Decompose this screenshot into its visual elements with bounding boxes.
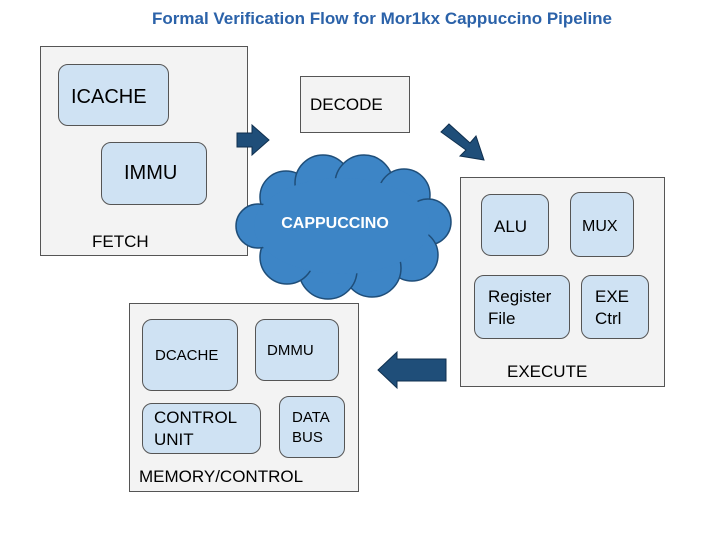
decode-to-execute-arrow [440,123,485,161]
decode-stage-label: DECODE [310,95,383,114]
diagram-title: Formal Verification Flow for Mor1kx Capp… [151,9,613,28]
control-unit-block: CONTROL UNIT [142,403,261,454]
fetch-to-decode-arrow [236,123,270,157]
exe-ctrl-block: EXE Ctrl [581,275,649,339]
immu-block: IMMU [101,142,207,205]
alu-block: ALU [481,194,549,256]
icache-block: ICACHE [58,64,169,126]
icache-label: ICACHE [71,86,147,108]
cappuccino-cloud-label: CAPPUCCINO [281,215,389,232]
dcache-label: DCACHE [155,347,219,364]
exe-ctrl-label-line2: Ctrl [595,309,622,328]
register-file-block: Register File [474,275,570,339]
data-bus-label-line1: DATA [292,409,330,426]
execute-to-memory-arrow [377,350,447,390]
alu-label: ALU [494,217,528,236]
control-unit-label-line2: UNIT [154,430,194,449]
exe-ctrl-label-line1: EXE [595,287,630,306]
dmmu-block: DMMU [255,319,339,381]
execute-stage-label: EXECUTE [507,362,588,381]
data-bus-block: DATA BUS [279,396,345,458]
immu-label: IMMU [124,162,178,184]
register-file-label-line1: Register [488,287,552,306]
mux-block: MUX [570,192,634,257]
decode-stage: DECODE [300,76,410,133]
dmmu-label: DMMU [267,342,314,359]
mux-label: MUX [582,218,618,235]
cappuccino-cloud [235,154,452,300]
memory-control-stage-label: MEMORY/CONTROL [139,467,304,486]
fetch-stage-label: FETCH [92,232,149,251]
data-bus-label-line2: BUS [292,429,323,446]
register-file-label-line2: File [488,309,516,328]
control-unit-label-line1: CONTROL [154,408,238,427]
dcache-block: DCACHE [142,319,238,391]
